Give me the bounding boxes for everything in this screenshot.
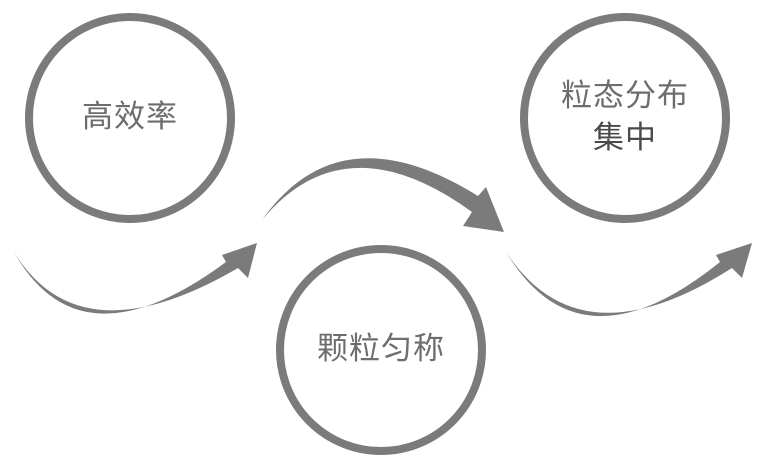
curved-arrow-3 xyxy=(506,243,752,317)
node-circle-particle-distribution: 粒态分布 集中 xyxy=(520,13,730,223)
node-label-line-1: 粒态分布 xyxy=(561,78,689,115)
node-label: 颗粒匀称 xyxy=(317,331,445,368)
curved-arrow-2 xyxy=(262,158,504,232)
node-circle-efficiency: 高效率 xyxy=(25,13,235,223)
node-label-line-2: 集中 xyxy=(593,120,657,156)
node-circle-uniform-particles: 颗粒匀称 xyxy=(276,245,486,455)
curved-arrow-1 xyxy=(14,243,257,314)
node-label: 高效率 xyxy=(82,99,178,136)
